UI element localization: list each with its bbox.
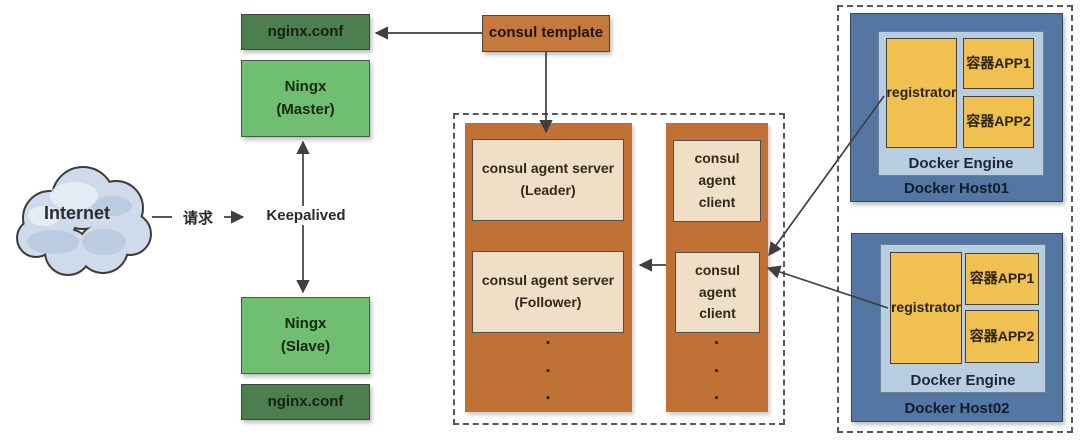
consul-client-top-box: consul agent client: [673, 140, 761, 222]
container-app1-label: 容器APP1: [969, 270, 1035, 287]
nginx-master-line1: Ningx: [284, 78, 327, 95]
nginx-conf-top-label: nginx.conf: [267, 22, 344, 40]
container-app1-box-02: 容器APP1: [965, 253, 1039, 305]
registrator-label: registrator: [886, 84, 957, 101]
nginx-slave-box: Ningx (Slave): [241, 297, 370, 374]
container-app1-box-01: 容器APP1: [963, 38, 1034, 89]
keepalived-label: Keepalived: [260, 206, 352, 225]
consul-server-follower-box: consul agent server (Follower): [472, 251, 624, 333]
ellipsis-dot: ·: [545, 388, 552, 409]
client-top-line2: client: [698, 193, 736, 210]
registrator-label: registrator: [890, 299, 962, 316]
nginx-conf-bottom-box: nginx.conf: [241, 384, 370, 420]
consul-template-box: consul template: [482, 15, 610, 52]
client-top-line1: consul agent: [694, 150, 740, 189]
nginx-conf-top-box: nginx.conf: [241, 14, 370, 50]
registrator-box-01: registrator: [886, 38, 957, 148]
consul-client-column: consul agent client consul agent client …: [666, 123, 768, 412]
leader-line2: (Leader): [520, 182, 576, 198]
docker-host01-label: Docker Host01: [903, 180, 1010, 197]
nginx-master-line2: (Master): [276, 100, 335, 118]
client-bottom-line1: consul agent: [694, 261, 741, 300]
registrator-box-02: registrator: [890, 252, 962, 364]
nginx-conf-bottom-label: nginx.conf: [267, 392, 344, 410]
leader-line1: consul agent server: [481, 160, 615, 177]
ellipsis-dot: ·: [545, 333, 552, 354]
cloud-icon: [16, 166, 152, 276]
ellipsis-dot: ·: [713, 361, 721, 382]
container-app2-label: 容器APP2: [969, 327, 1035, 344]
ellipsis-dot: ·: [545, 361, 552, 382]
ellipsis-dot: ·: [713, 388, 721, 409]
docker-host01: registrator 容器APP1 容器APP2 Docker Engine …: [850, 13, 1063, 202]
docker-host02: registrator 容器APP1 容器APP2 Docker Engine …: [851, 233, 1063, 422]
container-app2-label: 容器APP2: [966, 113, 1031, 130]
consul-template-label: consul template: [488, 24, 604, 42]
follower-line1: consul agent server: [481, 272, 615, 289]
nginx-slave-line1: Ningx: [284, 315, 327, 332]
follower-line2: (Follower): [514, 294, 582, 310]
docker-host02-label: Docker Host02: [904, 400, 1010, 417]
docker-engine-02: registrator 容器APP1 容器APP2 Docker Engine: [880, 244, 1046, 393]
ellipsis-dot: ·: [713, 333, 721, 354]
request-arrow-label: 请求: [172, 206, 224, 229]
internet-label: Internet: [43, 203, 110, 223]
docker-engine-label: Docker Engine: [910, 372, 1016, 389]
container-app2-box-01: 容器APP2: [963, 96, 1034, 148]
client-bottom-line2: client: [699, 305, 736, 322]
consul-server-leader-box: consul agent server (Leader): [472, 139, 624, 221]
nginx-slave-line2: (Slave): [280, 337, 331, 355]
container-app2-box-02: 容器APP2: [965, 310, 1039, 363]
docker-engine-label: Docker Engine: [908, 155, 1014, 172]
internet-cloud: Internet: [8, 150, 158, 292]
container-app1-label: 容器APP1: [966, 54, 1031, 71]
nginx-master-box: Ningx (Master): [241, 60, 370, 137]
consul-server-column: consul agent server (Leader) consul agen…: [465, 123, 632, 412]
docker-engine-01: registrator 容器APP1 容器APP2 Docker Engine: [878, 31, 1044, 176]
consul-client-bottom-box: consul agent client: [675, 252, 760, 333]
